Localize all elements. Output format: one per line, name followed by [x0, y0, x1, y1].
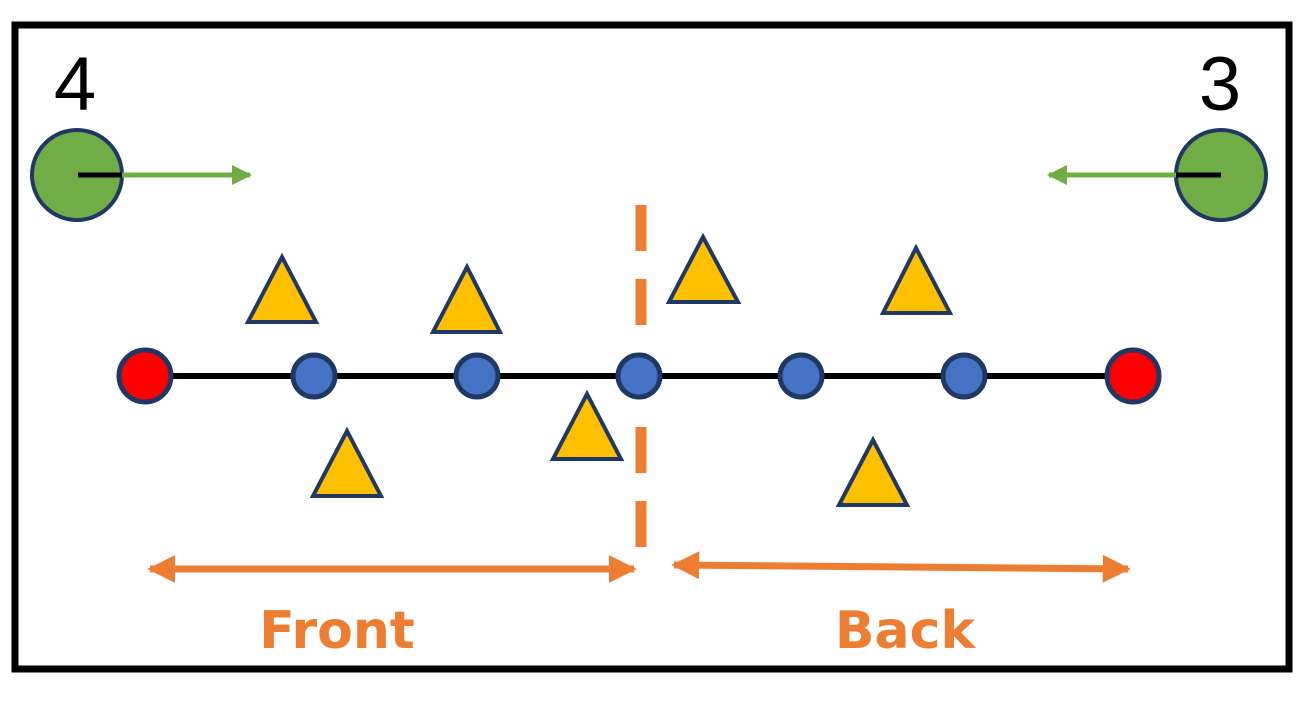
marker-dot-icon	[615, 352, 663, 400]
cone-triangle-icon	[244, 252, 320, 324]
rope-line	[116, 347, 1162, 405]
cone-triangle-icon	[309, 426, 385, 498]
player-4: 4	[30, 42, 252, 222]
cone-triangle-icon	[879, 243, 954, 315]
cone-triangle-icon	[835, 435, 911, 507]
marker-dot-icon	[777, 352, 825, 400]
back-zone-arrow	[671, 551, 1131, 583]
marker-dot-icon	[290, 352, 338, 400]
end-marker-left	[116, 347, 174, 405]
back-label: Back	[835, 601, 977, 661]
end-marker-right	[1104, 347, 1162, 405]
front-label: Front	[259, 601, 414, 661]
cones	[244, 232, 954, 507]
player-number-4: 4	[54, 42, 96, 127]
cone-triangle-icon	[429, 262, 504, 334]
player-number-3: 3	[1199, 42, 1241, 127]
cone-triangle-icon	[549, 389, 625, 461]
player-3: 3	[1047, 42, 1268, 222]
marker-dot-icon	[940, 352, 988, 400]
marker-dot-icon	[453, 352, 501, 400]
cone-triangle-icon	[665, 232, 742, 304]
